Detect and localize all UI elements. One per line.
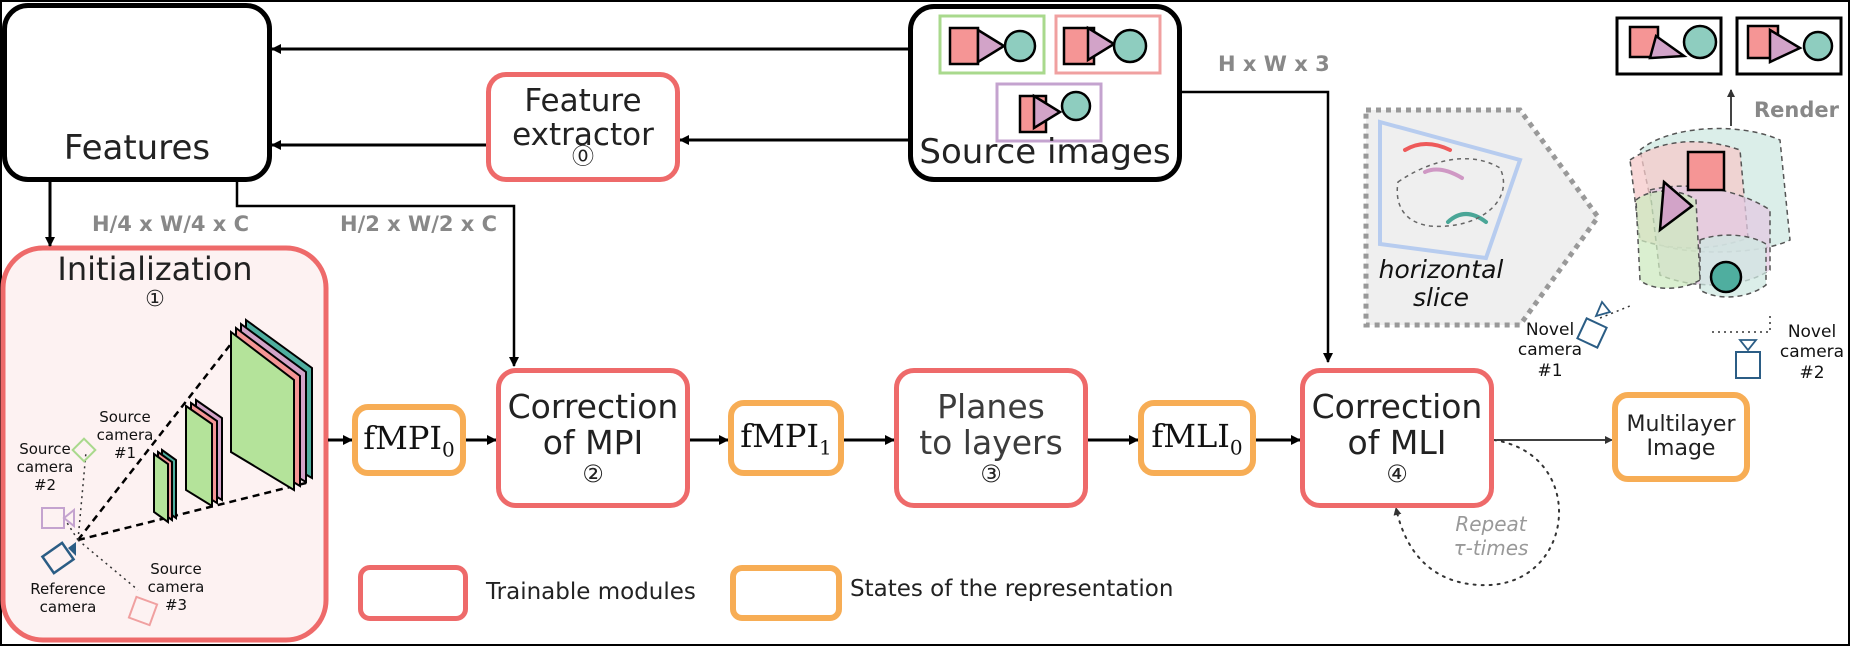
source-image-thumbnails [938,14,1162,143]
dim-quarter-label: H/4 x W/4 x C [92,212,250,236]
state-fmpi1-base: fMPI [740,416,820,455]
multilayer-image-box: Multilayer Image [1612,392,1750,482]
feature-extractor-box: Feature extractor ⓪ [486,72,680,182]
arrow-sources-to-correction-mli [1182,90,1333,363]
legend-states-label: States of the representation [850,576,1174,602]
planes-to-layers-line2: to layers [919,422,1063,462]
horizontal-slice-illustration [1363,107,1602,328]
initialization-header: Initialization ① [3,250,307,314]
repeat-line1: Repeat [1455,512,1527,536]
novel-camera-1-icon [1576,300,1631,349]
legend-trainable-label: Trainable modules [486,579,696,605]
source-camera-2-label: Source camera #2 [16,440,74,494]
features-label: Features [63,127,211,168]
feature-extractor-step: ⓪ [571,145,594,170]
dim-half-label: H/2 x W/2 x C [340,212,498,236]
source-images-label: Source images [919,131,1171,172]
planes-to-layers-line1: Planes [937,386,1045,426]
arrow-features-to-correction-mpi [235,182,519,367]
feature-extractor-line1: Feature [524,82,642,119]
source-camera-1-label: Source camera #1 [96,408,154,462]
correction-mli-step: ④ [1386,460,1408,489]
initialization-title: Initialization [57,250,253,289]
planes-to-layers-box: Planes to layers ③ [894,368,1088,508]
correction-mli-box: Correction of MLI ④ [1300,368,1494,508]
correction-mpi-line2: of MPI [542,422,644,462]
novel-camera-1-label: Novel camera #1 [1517,320,1583,381]
multilayer-image-line1: Multilayer [1626,411,1736,437]
dim-full-label: H x W x 3 [1218,52,1330,76]
horizontal-slice-label: horizontal slice [1366,256,1516,311]
correction-mpi-line1: Correction [507,386,679,426]
state-fmli0-base: fMLI [1151,416,1230,455]
legend-states-swatch [730,565,842,621]
initialization-step: ① [145,286,165,312]
state-fmpi0: fMPI0 [352,404,466,476]
repeat-label: Repeat τ-times [1436,512,1546,560]
state-fmpi1: fMPI1 [728,400,844,476]
reference-camera-label: Reference camera [30,580,106,616]
correction-mpi-box: Correction of MPI ② [496,368,690,508]
repeat-line2: τ-times [1453,536,1529,560]
multilayer-render-illustration [1629,127,1791,298]
horizontal-slice-line2: slice [1412,282,1470,312]
render-output-thumbnails [1615,16,1843,76]
legend-trainable-swatch [358,565,468,621]
multilayer-image-line2: Image [1646,436,1716,461]
correction-mpi-step: ② [582,460,604,489]
source-images-box: Source images [908,4,1182,182]
render-label: Render [1754,98,1839,122]
planes-to-layers-step: ③ [980,460,1002,489]
state-fmpi0-sub: 0 [442,437,455,462]
features-box: Features [2,3,272,182]
horizontal-slice-line1: horizontal [1378,255,1504,284]
init-camera-icons [40,437,159,627]
correction-mli-line2: of MLI [1347,422,1447,462]
state-fmpi1-sub: 1 [819,435,832,460]
state-fmli0-sub: 0 [1229,435,1243,460]
state-fmli0: fMLI0 [1138,400,1256,476]
novel-camera-2-icon [1712,316,1771,379]
repeat-loop-arrow [1393,439,1560,587]
feature-extractor-line2: extractor [512,116,654,153]
source-camera-3-label: Source camera #3 [147,560,205,614]
mpi-planes-illustration [77,318,313,542]
correction-mli-line1: Correction [1311,386,1483,426]
novel-camera-2-label: Novel camera #2 [1779,322,1845,383]
state-fmpi0-base: fMPI [363,418,443,457]
